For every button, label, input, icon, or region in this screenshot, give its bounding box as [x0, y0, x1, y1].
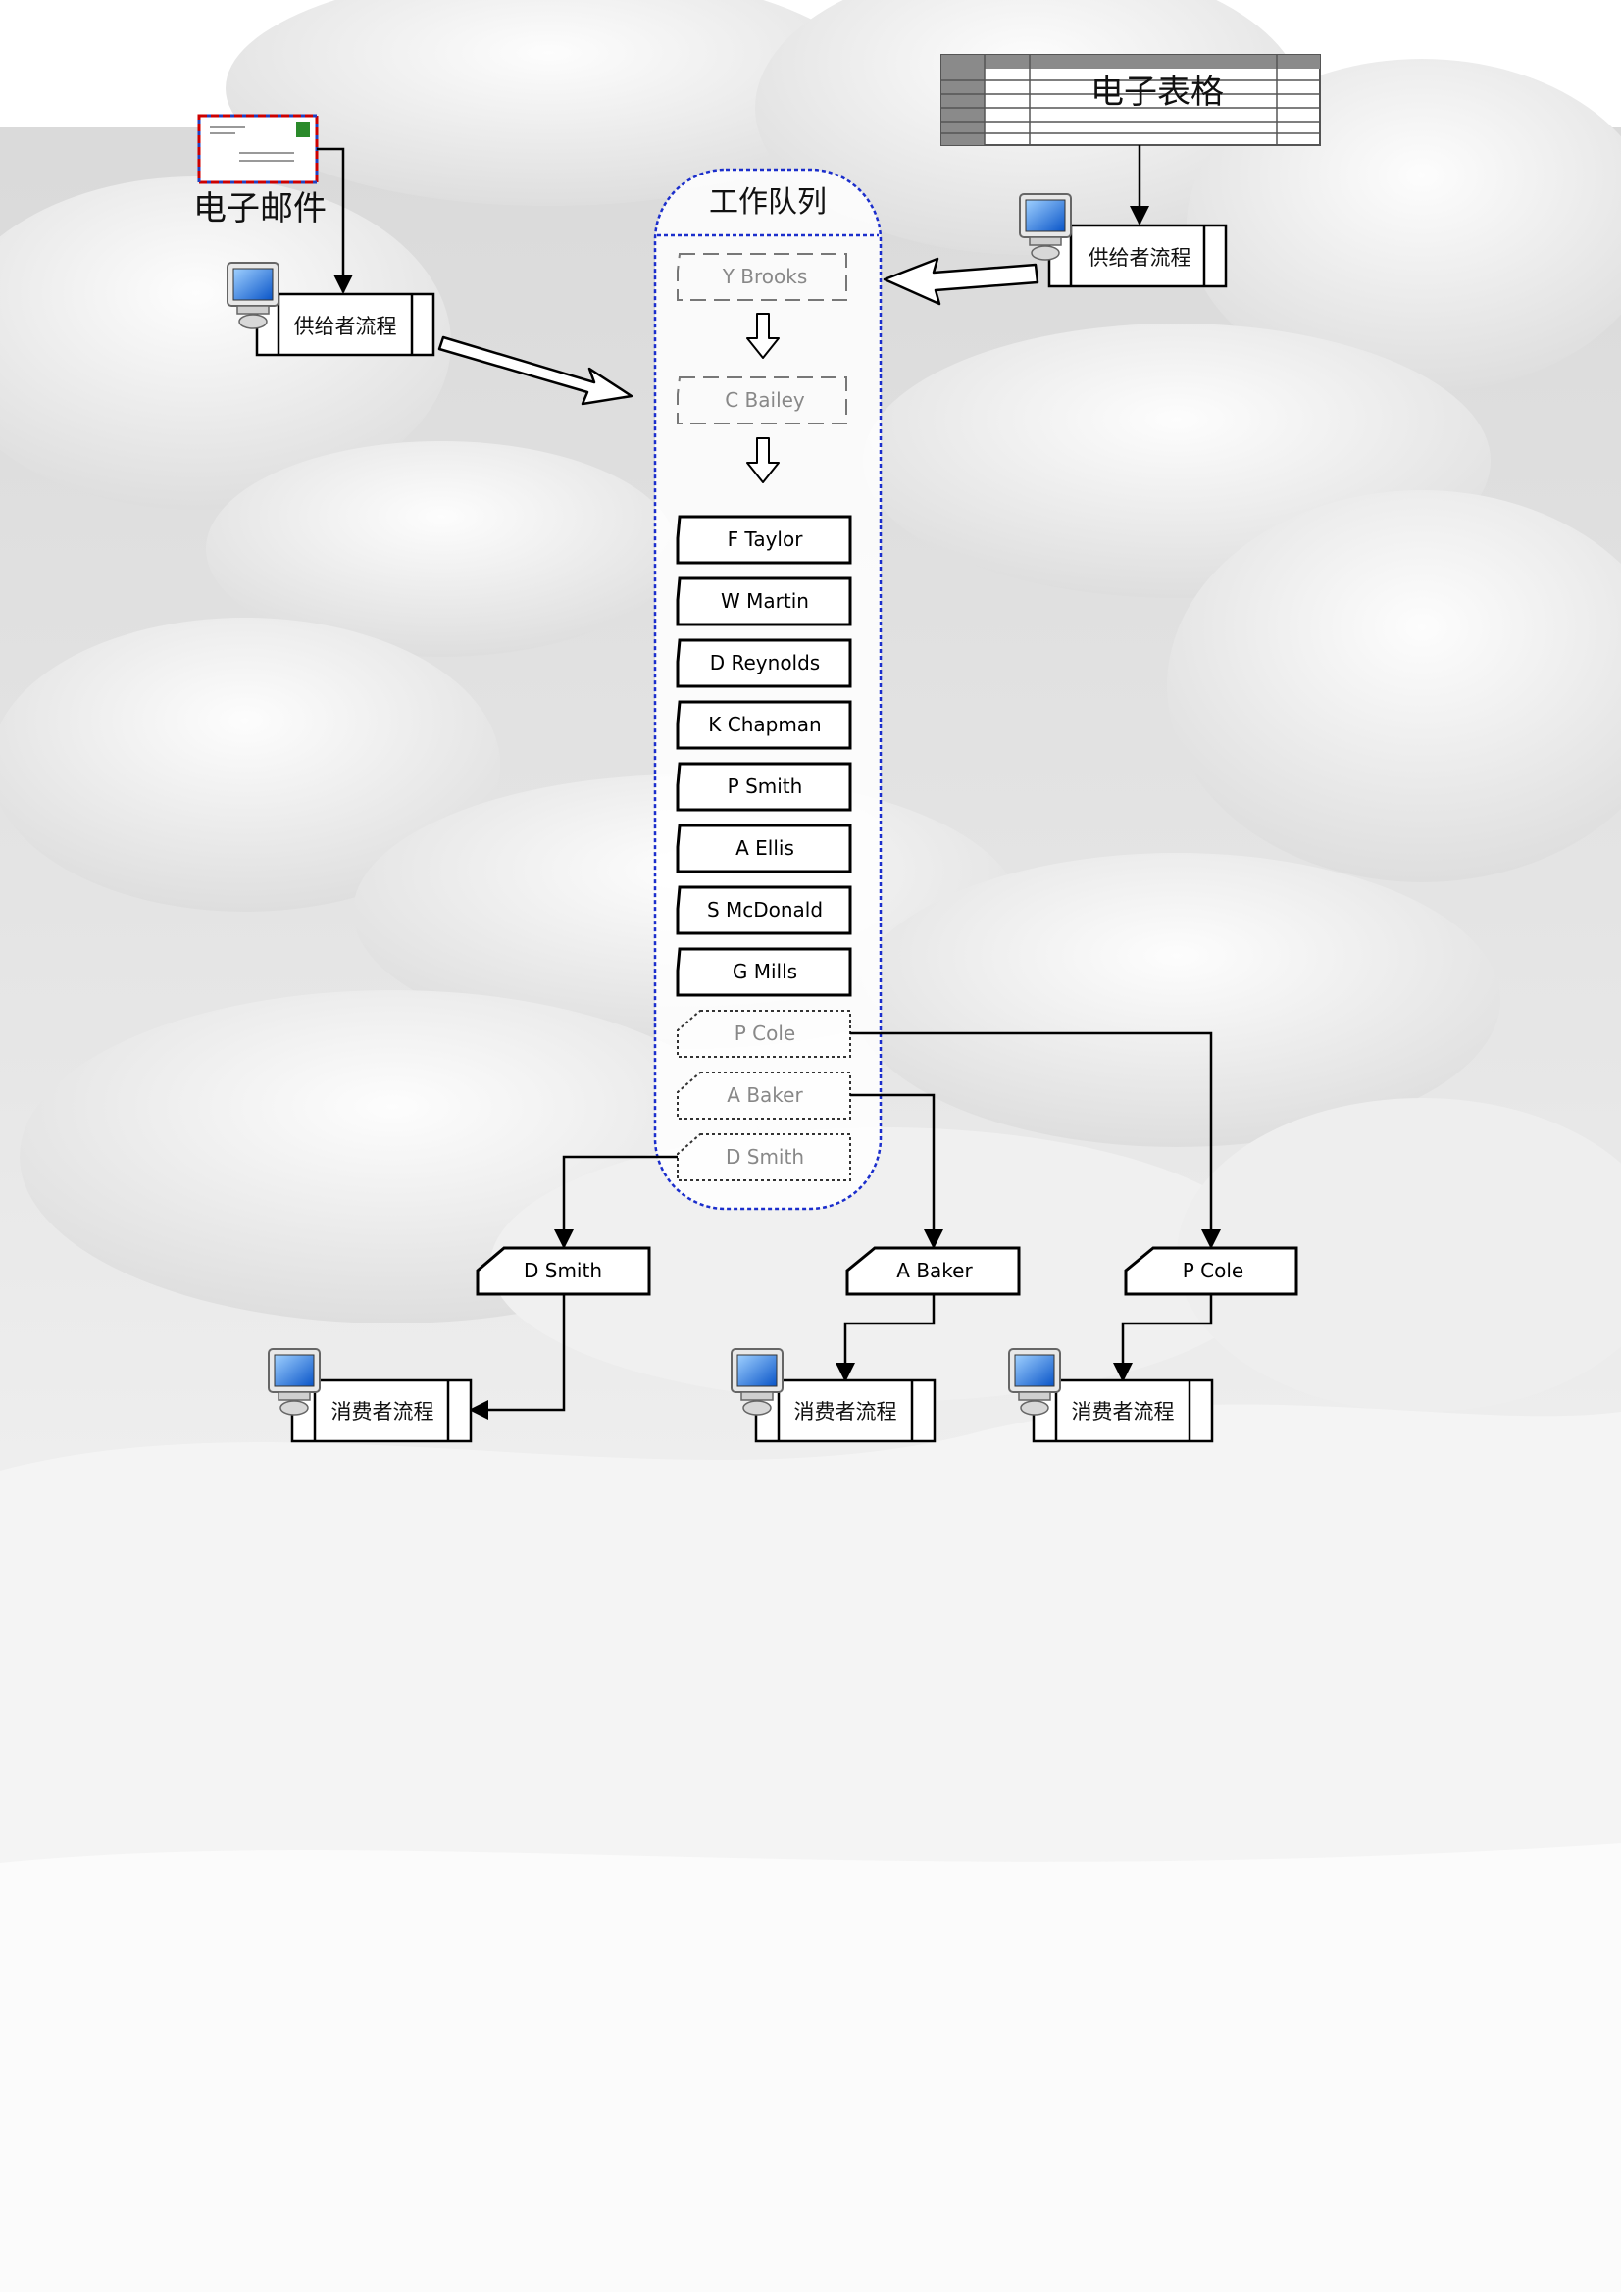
consumer-process-1: [268, 1348, 473, 1443]
dequeued-item-label: P Cole: [735, 1022, 795, 1045]
taken-item-label: A Baker: [896, 1259, 973, 1282]
consumer-process-3: [1008, 1348, 1214, 1443]
consumer-connector-1: [469, 1294, 566, 1420]
spreadsheet-icon: [940, 54, 1321, 146]
down-arrow-icon: [746, 313, 780, 359]
dequeue-connector-p-cole: [850, 1031, 1221, 1249]
supplier-process-2-label: 供给者流程: [1089, 246, 1191, 270]
dequeue-connector-d-smith: [554, 1155, 678, 1249]
queue-item-label: F Taylor: [728, 527, 804, 551]
email-to-supplier-connector: [317, 147, 353, 294]
email-label: 电子邮件: [193, 189, 327, 228]
queue-item: S McDonald: [676, 885, 852, 935]
taken-items: D Smith A Baker P Cole: [476, 1246, 1298, 1296]
dequeued-items: P Cole A Baker D Smith: [677, 1010, 851, 1181]
pending-item-y-brooks: [677, 253, 847, 301]
consumer-process-2-label: 消费者流程: [794, 1400, 897, 1423]
queue-item-label: D Reynolds: [710, 651, 820, 674]
dequeued-item: D Smith: [677, 1133, 851, 1181]
work-queue-title: 工作队列: [709, 185, 827, 220]
taken-item: P Cole: [1124, 1246, 1298, 1296]
down-arrow-icon: [746, 437, 780, 483]
queue-item-label: W Martin: [721, 589, 809, 613]
dequeue-connector-a-baker: [850, 1093, 943, 1249]
queue-item: W Martin: [676, 576, 852, 626]
pending-item-label: Y Brooks: [722, 265, 808, 288]
supplier-process-2: [1019, 193, 1228, 288]
consumer-process-1-label: 消费者流程: [331, 1400, 434, 1423]
dequeued-item-label: D Smith: [726, 1145, 804, 1169]
dequeue-connectors: [554, 1031, 1221, 1249]
queue-item: P Smith: [676, 762, 852, 812]
supplier-process-1-label: 供给者流程: [294, 315, 397, 338]
queue-item: D Reynolds: [676, 638, 852, 688]
spreadsheet-label: 电子表格: [1090, 73, 1224, 112]
queue-item-label: K Chapman: [708, 713, 821, 736]
queue-item-label: P Smith: [728, 774, 803, 798]
queue-item-label: S McDonald: [707, 898, 823, 922]
email-icon: [197, 114, 319, 184]
taken-item: A Baker: [845, 1246, 1021, 1296]
enqueue-arrow-left: [437, 335, 633, 406]
queue-item-label: A Ellis: [735, 836, 794, 860]
supplier-process-1: [227, 262, 435, 357]
queue-item: K Chapman: [676, 700, 852, 750]
dequeued-item-label: A Baker: [727, 1083, 803, 1107]
enqueue-arrow-right: [883, 257, 1039, 306]
consumer-process-3-label: 消费者流程: [1072, 1400, 1175, 1423]
queue-item: G Mills: [676, 947, 852, 997]
consumer-connector-2: [836, 1294, 936, 1382]
source-connectors: [317, 145, 1149, 294]
queue-items: F Taylor W Martin D Reynolds K Chapman P…: [676, 515, 852, 997]
taken-item-label: D Smith: [524, 1259, 602, 1282]
queue-item: F Taylor: [676, 515, 852, 565]
dequeued-item: P Cole: [677, 1010, 851, 1058]
taken-item-label: P Cole: [1183, 1259, 1243, 1282]
pending-item-label: C Bailey: [725, 388, 805, 412]
consumer-connector-3: [1113, 1294, 1213, 1382]
consumer-connectors: [469, 1294, 1213, 1420]
queue-item: A Ellis: [676, 824, 852, 873]
consumer-process-2: [731, 1348, 937, 1443]
queue-item-label: G Mills: [733, 960, 797, 983]
taken-item: D Smith: [476, 1246, 651, 1296]
dequeued-item: A Baker: [677, 1072, 851, 1120]
pending-item-c-bailey: [677, 376, 847, 424]
